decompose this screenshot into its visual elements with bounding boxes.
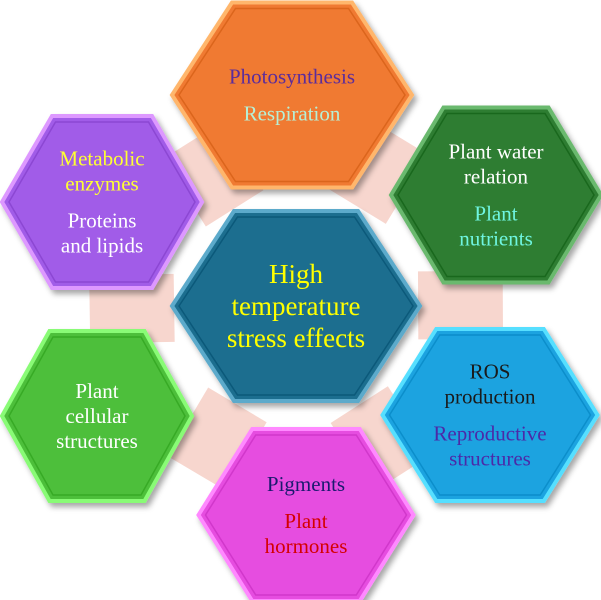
center-label-line-2: stress effects bbox=[227, 323, 365, 353]
hexagon-upper-left-label-line-1: enzymes bbox=[65, 172, 138, 196]
hexagon-lower-right-label-line-0: ROS bbox=[470, 360, 511, 384]
hexagon-lower-left-shape bbox=[0, 329, 195, 503]
hexagon-bottom-label-line-2: hormones bbox=[265, 534, 348, 558]
hexagon-upper-right-label-line-0: Plant water bbox=[448, 140, 543, 164]
hexagon-upper-left-label-line-2: Proteins bbox=[68, 209, 137, 233]
hexagon-bottom-label-line-1: Plant bbox=[284, 509, 327, 533]
connector-upper-right bbox=[417, 270, 504, 340]
connector-lower-left bbox=[89, 273, 175, 344]
connector-lower-right bbox=[330, 386, 432, 492]
hexagon-top-label-line-1: Respiration bbox=[244, 102, 341, 126]
hexagon-lower-left-label-line-1: cellular bbox=[66, 404, 129, 428]
hexagon-upper-right-label-line-3: nutrients bbox=[459, 227, 533, 251]
hexagon-upper-right-bevel bbox=[397, 112, 595, 278]
connector-bottom bbox=[167, 387, 267, 491]
connector-layer bbox=[89, 119, 504, 492]
hexagon-center-shape bbox=[169, 209, 423, 403]
center-label-line-1: temperature bbox=[232, 291, 361, 321]
hexagon-upper-left-bevel bbox=[8, 121, 196, 283]
hexagon-lower-left-bevel bbox=[8, 336, 186, 496]
hexagon-lower-right-label-line-3: structures bbox=[449, 447, 531, 471]
hexagon-upper-left-label-line-3: and lipids bbox=[61, 234, 143, 258]
hexagon-upper-right-label-line-1: relation bbox=[464, 165, 529, 189]
hexagon-center-bevel bbox=[178, 216, 414, 396]
hexagon-bottom-bevel bbox=[204, 434, 408, 596]
hexagon-upper-right-label-line-2: Plant bbox=[474, 202, 517, 226]
hexagon-top-bevel bbox=[178, 7, 406, 183]
hexagon-top-shape bbox=[169, 0, 415, 190]
hexagon-bottom-label-line-0: Pigments bbox=[267, 472, 345, 496]
hexagon-lower-right-bevel bbox=[388, 334, 592, 496]
hexagon-lower-right-shape bbox=[380, 327, 600, 503]
hexagon-lower-left-label-line-2: structures bbox=[56, 429, 138, 453]
hexagon-lower-right-label-line-1: production bbox=[445, 385, 536, 409]
hexagon-lower-left-label-line-0: Plant bbox=[75, 379, 118, 403]
hexagon-top-label-line-0: Photosynthesis bbox=[229, 65, 355, 89]
hexagon-upper-right-shape bbox=[388, 105, 601, 285]
connector-top bbox=[327, 119, 428, 224]
connector-upper-left bbox=[163, 122, 264, 227]
hexagon-upper-left-shape bbox=[0, 114, 205, 290]
hexagon-bottom-shape bbox=[196, 427, 416, 600]
hexagon-lower-right-label-line-2: Reproductive bbox=[433, 422, 546, 446]
hexagon-upper-left-label-line-0: Metabolic bbox=[59, 147, 144, 171]
center-label-line-0: High bbox=[269, 259, 324, 289]
